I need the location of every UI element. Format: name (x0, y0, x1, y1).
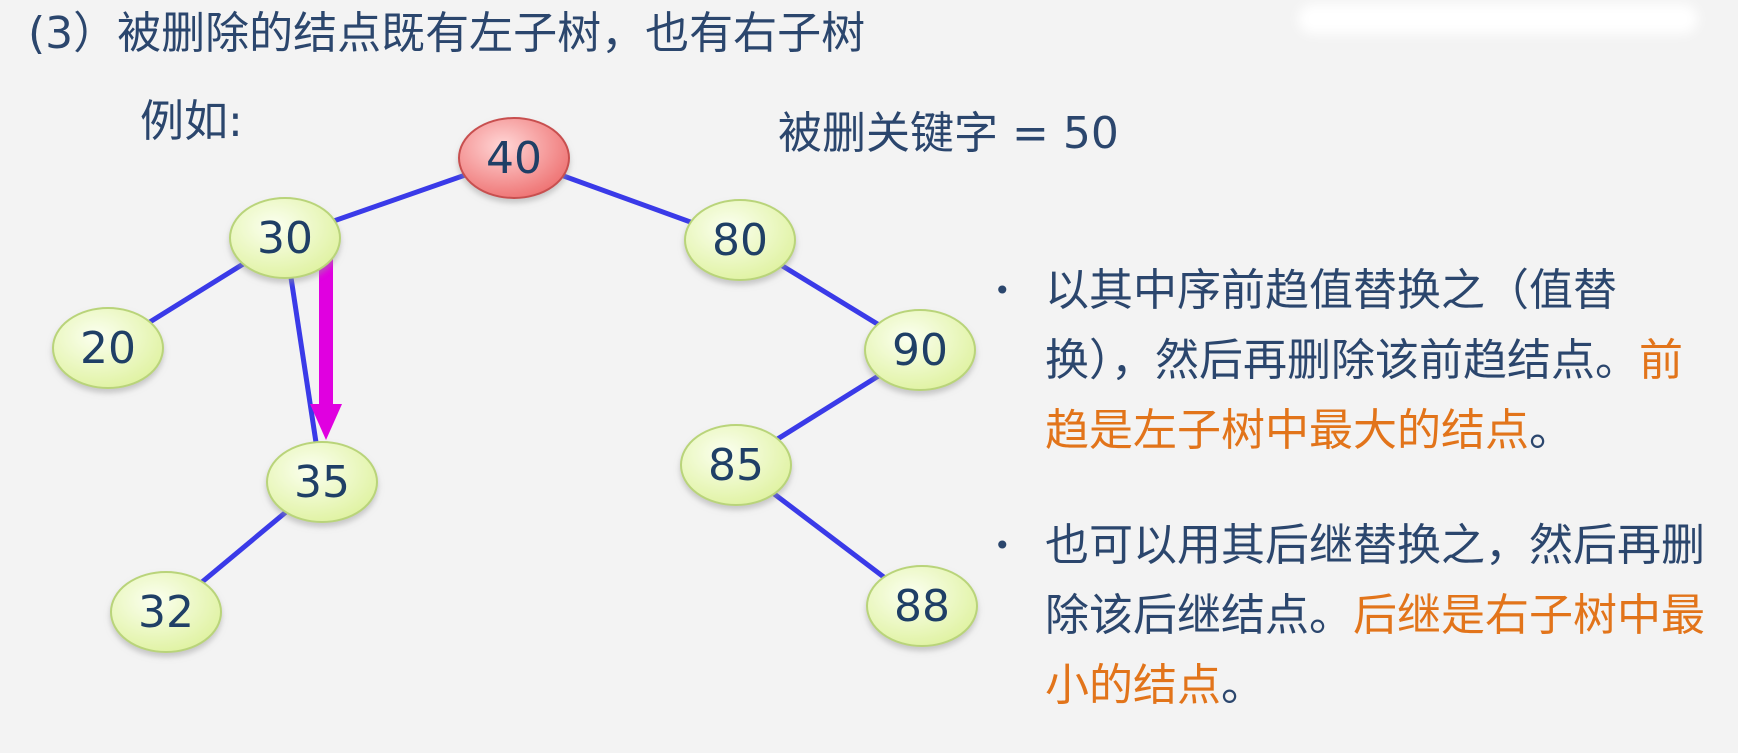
tree-node-80: 80 (684, 199, 796, 281)
node-ellipse (229, 197, 341, 279)
node-ellipse (110, 571, 222, 653)
watermark-blur (1298, 4, 1698, 34)
node-label: 32 (138, 587, 194, 638)
bullet-predecessor-accent: 前趋是左子树中最大的结点 (1045, 335, 1683, 456)
bullet-successor-text: 也可以用其后继替换之，然后再删除该后继结点。 (1045, 520, 1705, 641)
node-label: 90 (892, 325, 948, 376)
explanation-list: • 以其中序前趋值替换之（值替换），然后再删除该前趋结点。前趋是左子树中最大的结… (990, 256, 1720, 721)
node-label: 85 (708, 440, 764, 491)
arrow-layer (310, 258, 342, 440)
node-ellipse (866, 565, 978, 647)
replace-arrow-head (310, 404, 342, 440)
tree-node-90: 90 (864, 309, 976, 391)
tree-node-35: 35 (266, 441, 378, 523)
tree-node-88: 88 (866, 565, 978, 647)
bullet-predecessor: • 以其中序前趋值替换之（值替换），然后再删除该前趋结点。前趋是左子树中最大的结… (990, 256, 1720, 466)
node-ellipse (458, 117, 570, 199)
bullet-predecessor-end: 。 (1529, 405, 1573, 456)
replace-arrow-shaft (319, 258, 333, 406)
tree-edges (106, 155, 924, 614)
node-ellipse (52, 307, 164, 389)
node-ellipse (684, 199, 796, 281)
node-label: 80 (712, 215, 768, 266)
bullet-successor-end: 。 (1221, 660, 1265, 711)
bullet-dot-icon: • (994, 274, 1011, 307)
page-title: (3）被删除的结点既有左子树，也有右子树 (28, 8, 866, 59)
tree-node-32: 32 (110, 571, 222, 653)
node-ellipse (864, 309, 976, 391)
node-label: 35 (294, 457, 350, 508)
example-label: 例如: (140, 96, 243, 147)
node-label: 30 (257, 213, 313, 264)
deleted-key-label: 被删关键字 = 50 (778, 108, 1119, 159)
bullet-successor-accent: 后继是右子树中最小的结点 (1045, 590, 1705, 711)
tree-node-85: 85 (680, 424, 792, 506)
node-ellipse (680, 424, 792, 506)
node-label: 20 (80, 323, 136, 374)
tree-node-30: 30 (229, 197, 341, 279)
bullet-successor: • 也可以用其后继替换之，然后再删除该后继结点。后继是右子树中最小的结点。 (990, 511, 1720, 721)
tree-node-20: 20 (52, 307, 164, 389)
node-label: 40 (486, 133, 542, 184)
node-ellipse (266, 441, 378, 523)
bullet-dot-icon: • (994, 529, 1011, 562)
node-label: 88 (894, 581, 950, 632)
bullet-predecessor-text: 以其中序前趋值替换之（值替换），然后再删除该前趋结点。 (1045, 265, 1639, 386)
tree-nodes: 40 30 80 20 35 32 90 85 88 (52, 117, 978, 653)
tree-node-40: 40 (458, 117, 570, 199)
